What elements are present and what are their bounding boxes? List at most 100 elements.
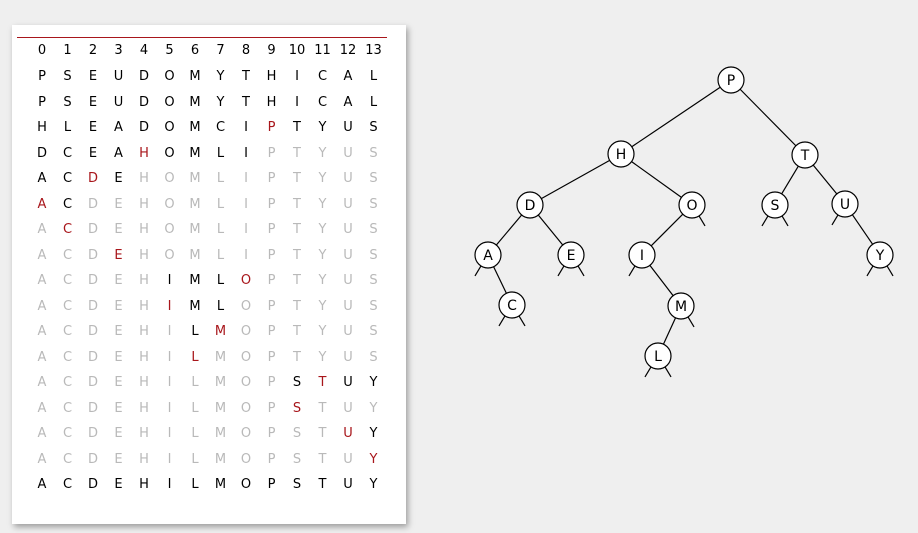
- tree-node-circle: [557, 241, 585, 269]
- trace-cell: S: [292, 451, 302, 467]
- trace-cell: H: [139, 426, 149, 441]
- trace-cell: C: [62, 171, 73, 186]
- trace-cell: U: [343, 247, 353, 263]
- null-link-stub: [781, 215, 789, 227]
- trace-cell: P: [38, 94, 46, 110]
- tree-node-label: T: [800, 148, 810, 164]
- trace-cell: C: [317, 69, 328, 84]
- trace-cell: C: [62, 349, 73, 365]
- trace-cell: S: [63, 69, 72, 84]
- trace-cell: I: [167, 298, 172, 314]
- trace-cell: E: [88, 120, 98, 135]
- trace-cell: D: [87, 222, 98, 237]
- trace-cell: H: [37, 120, 47, 135]
- tree-null-links: [474, 214, 894, 378]
- trace-cell: E: [114, 222, 123, 237]
- trace-cell: S: [369, 222, 378, 237]
- trace-cell: I: [167, 451, 172, 467]
- trace-cell: A: [37, 196, 47, 212]
- trace-cell: H: [139, 196, 149, 212]
- trace-cell: I: [167, 324, 172, 339]
- null-link-stub: [628, 265, 636, 277]
- trace-cell: T: [293, 171, 301, 186]
- null-link-stub: [518, 315, 526, 327]
- trace-cell: A: [37, 375, 47, 390]
- trace-cell: I: [167, 400, 172, 416]
- trace-cell: L: [191, 451, 199, 467]
- trace-cell: C: [62, 298, 73, 314]
- trace-cell: E: [88, 94, 98, 110]
- null-link-stub: [831, 214, 839, 226]
- trace-cell: D: [87, 426, 98, 441]
- trace-cell: E: [114, 273, 123, 288]
- trace-cell: Y: [318, 196, 327, 212]
- null-link-stub: [644, 366, 652, 378]
- trace-cell: U: [343, 196, 353, 212]
- trace-cell: O: [164, 196, 175, 212]
- column-index: 3: [114, 43, 123, 58]
- tree-node-circle: [831, 190, 859, 218]
- trace-cell: P: [267, 426, 276, 441]
- trace-cell: M: [189, 69, 201, 84]
- trace-cell: Y: [216, 69, 225, 84]
- trace-cell: D: [87, 375, 98, 390]
- trace-cell: Y: [318, 273, 327, 288]
- trace-cell: C: [62, 222, 73, 237]
- trace-cell: D: [138, 94, 149, 110]
- trace-cell: E: [114, 349, 123, 365]
- trace-cell: M: [189, 247, 201, 263]
- trace-cell: C: [62, 477, 73, 492]
- trace-cell: H: [139, 400, 149, 416]
- column-index: 8: [241, 43, 251, 58]
- trace-cell: P: [267, 120, 276, 135]
- trace-cell: P: [267, 196, 276, 212]
- trace-cell: C: [215, 120, 226, 135]
- trace-cell: P: [267, 145, 276, 161]
- trace-cell: S: [369, 196, 378, 212]
- trace-cell: P: [267, 247, 276, 263]
- trace-cell: T: [293, 349, 301, 365]
- trace-cell: E: [88, 69, 98, 84]
- trace-cell: P: [267, 375, 276, 390]
- trace-cell: S: [369, 273, 378, 288]
- trace-cell: D: [138, 69, 149, 84]
- trace-cell: Y: [369, 451, 378, 467]
- trace-cell: T: [293, 222, 301, 237]
- trace-cell: E: [114, 400, 123, 416]
- trace-cell: Y: [318, 298, 327, 314]
- trace-cell: M: [214, 426, 227, 441]
- trace-cell: I: [244, 145, 248, 161]
- trace-cell: C: [62, 145, 73, 161]
- trace-cell: I: [244, 196, 248, 212]
- trace-cell: T: [318, 400, 327, 416]
- trace-cell: U: [113, 69, 124, 84]
- tree-node-circle: [474, 241, 502, 269]
- trace-cell: A: [37, 298, 47, 314]
- trace-cell: A: [343, 94, 353, 110]
- trace-cell: A: [114, 145, 123, 161]
- trace-cell: O: [164, 69, 175, 84]
- trace-cell: U: [343, 324, 353, 339]
- trace-cell: L: [216, 222, 225, 237]
- trace-cell: M: [189, 273, 201, 288]
- trace-cell: C: [317, 94, 328, 110]
- trace-cell: T: [293, 273, 301, 288]
- trace-cell: L: [191, 400, 199, 416]
- tree-node-circle: [717, 66, 745, 94]
- trace-cell: U: [343, 426, 353, 441]
- trace-cell: L: [191, 426, 199, 441]
- trace-cell: Y: [369, 477, 378, 492]
- trace-cell: E: [114, 298, 123, 314]
- trace-cell: U: [343, 477, 353, 492]
- trace-cell: H: [139, 477, 149, 492]
- trace-cell: L: [216, 247, 225, 263]
- trace-cell: D: [138, 120, 149, 135]
- trace-cell: H: [139, 451, 149, 467]
- tree-node-circle: [516, 191, 544, 219]
- trace-cell: D: [87, 477, 98, 492]
- trace-cell: A: [343, 69, 353, 84]
- tree-node-circle: [678, 191, 706, 219]
- tree-edge: [781, 165, 799, 195]
- tree-node-circle: [607, 140, 635, 168]
